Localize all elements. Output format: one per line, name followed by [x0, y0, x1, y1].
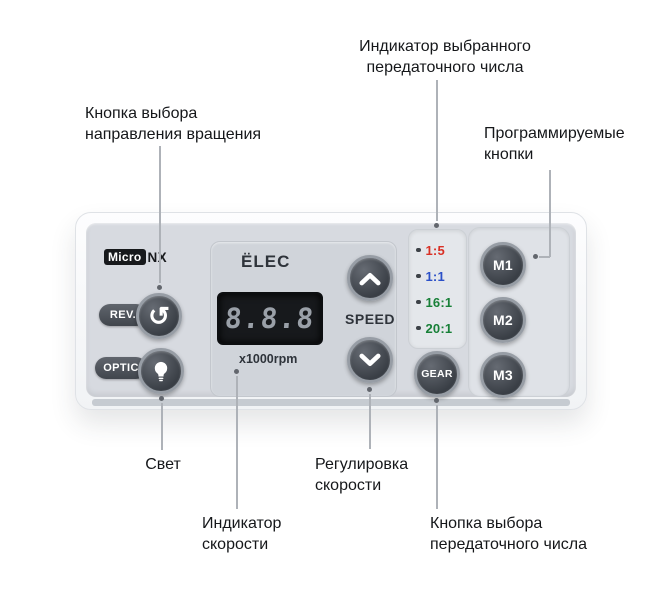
memory-button-m1[interactable]: M1: [480, 242, 526, 288]
m3-label: M3: [492, 367, 514, 383]
device-body: Micro NX REV. ↺ OPTIC: [75, 212, 587, 410]
device-face: Micro NX REV. ↺ OPTIC: [86, 223, 576, 398]
memory-button-m3[interactable]: M3: [480, 352, 526, 398]
callout-line-direction: [159, 146, 161, 283]
callout-dot-gear-button: [434, 398, 439, 403]
speed-display: 8.8.8: [217, 292, 323, 345]
speed-unit-label: x1000rpm: [239, 352, 298, 366]
ratio-led-icon: [416, 299, 421, 305]
ratio-label: 16:1: [425, 294, 453, 310]
memory-buttons-panel: M1 M2 M3: [468, 227, 570, 398]
bulb-icon: [150, 359, 172, 383]
callout-line-speed-control: [369, 394, 371, 449]
gear-ratio-row: 16:1: [416, 295, 466, 310]
light-button[interactable]: [138, 348, 184, 394]
callout-line-gear-button: [436, 405, 438, 509]
gear-ratio-indicator: 1:5 1:1 16:1 20:1: [408, 229, 467, 349]
brand-logo: Micro NX: [104, 249, 167, 265]
memory-button-m2[interactable]: M2: [480, 297, 526, 343]
callout-dot-light: [159, 396, 164, 401]
brand-nx: NX: [147, 249, 167, 265]
m2-label: M2: [492, 312, 514, 328]
device-bottom-edge: [92, 399, 570, 406]
speed-display-digits: 8.8.8: [223, 302, 317, 335]
callout-dot-speed-indicator: [234, 369, 239, 374]
gear-ratio-row: 20:1: [416, 321, 466, 336]
gear-button-label: GEAR: [421, 368, 453, 380]
gear-select-button[interactable]: GEAR: [414, 351, 460, 397]
callout-dot-programmable: [533, 254, 538, 259]
annotation-direction-button: Кнопка выбора направления вращения: [85, 105, 262, 144]
gear-ratio-row: 1:1: [416, 269, 466, 284]
callout-line-speed-indicator: [236, 376, 238, 509]
chevron-up-icon: [359, 271, 381, 286]
callout-dot-direction: [157, 285, 162, 290]
chevron-down-icon: [359, 353, 381, 368]
ratio-led-icon: [416, 273, 421, 279]
ratio-label: 1:1: [425, 268, 445, 284]
callout-line-light: [161, 403, 163, 450]
callout-dot-speed-control: [367, 387, 372, 392]
gear-ratio-row: 1:5: [416, 243, 466, 258]
callout-line-programmable-h: [539, 256, 550, 258]
center-panel: ЁLEC 8.8.8 x1000rpm SPEED: [210, 241, 397, 397]
ratio-led-icon: [416, 325, 421, 331]
ratio-led-icon: [416, 247, 421, 253]
brand-micro: Micro: [104, 249, 146, 265]
rev-label: REV.: [99, 304, 147, 326]
ratio-label: 20:1: [425, 320, 453, 336]
ratio-label: 1:5: [425, 242, 445, 258]
rotate-ccw-icon: ↺: [148, 301, 170, 331]
callout-line-programmable-v: [549, 170, 551, 257]
speed-down-button[interactable]: [347, 337, 393, 383]
annotation-light: Свет: [145, 456, 181, 473]
annotation-gear-button: Кнопка выбора передаточного числа: [430, 515, 587, 554]
speed-up-button[interactable]: [347, 255, 393, 301]
annotation-gear-indicator: Индикатор выбранного передаточного числа: [359, 38, 531, 77]
speed-label: SPEED: [345, 311, 395, 327]
annotation-speed-indicator: Индикатор скорости: [202, 515, 282, 554]
annotation-programmable-buttons: Программируемые кнопки: [484, 125, 625, 164]
optic-label: OPTIC: [95, 357, 147, 379]
m1-label: M1: [492, 257, 514, 273]
annotation-speed-control: Регулировка скорости: [315, 456, 409, 495]
reverse-button[interactable]: ↺: [136, 293, 182, 339]
callout-line-gear-indicator: [436, 80, 438, 221]
callout-dot-gear-indicator: [434, 223, 439, 228]
elec-logo: ЁLEC: [241, 252, 291, 271]
